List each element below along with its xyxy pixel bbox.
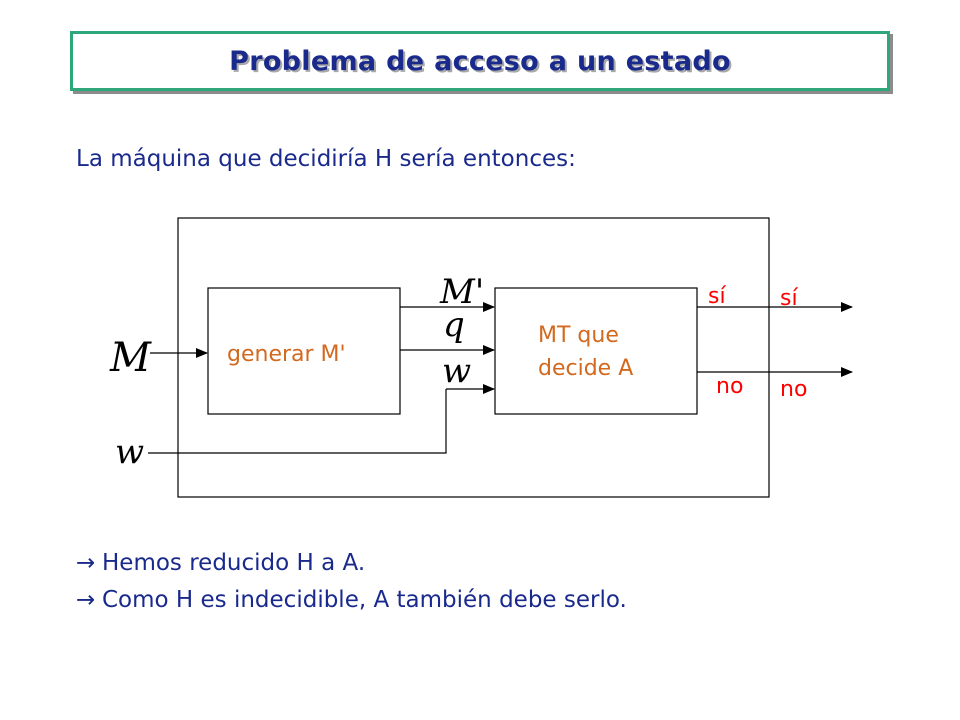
input-w-label: w (115, 432, 144, 472)
wire-m-prime-label: M' (439, 272, 484, 312)
inner-yes-label: sí (708, 284, 726, 309)
wire-q-label: q (443, 305, 465, 345)
bullet-text: Como H es indecidible, A también debe se… (102, 587, 627, 613)
bullet-text: Hemos reducido H a A. (102, 550, 366, 576)
decider-box-label-line1: MT que (538, 323, 619, 348)
outer-no-label: no (780, 377, 807, 402)
wire-w-label: w (442, 351, 471, 391)
bullet-reduction: →Hemos reducido H a A. (76, 550, 365, 576)
bullet-conclusion: →Como H es indecidible, A también debe s… (76, 587, 627, 613)
decider-box (494, 287, 698, 415)
outer-yes-label: sí (780, 286, 798, 311)
generate-box (207, 287, 401, 415)
title-box: Problema de acceso a un estado (70, 31, 890, 91)
decider-box-label-line2: decide A (538, 356, 633, 381)
input-w-wire (148, 389, 447, 454)
bullet-arrow-icon: → (76, 587, 96, 613)
inner-no-label: no (716, 374, 743, 399)
outer-machine-box (177, 217, 770, 498)
intro-text: La máquina que decidiría H sería entonce… (76, 146, 576, 172)
input-m-label: M (109, 335, 152, 381)
generate-box-label: generar M' (227, 342, 346, 367)
bullet-arrow-icon: → (76, 550, 96, 576)
slide-title: Problema de acceso a un estado (229, 45, 731, 77)
